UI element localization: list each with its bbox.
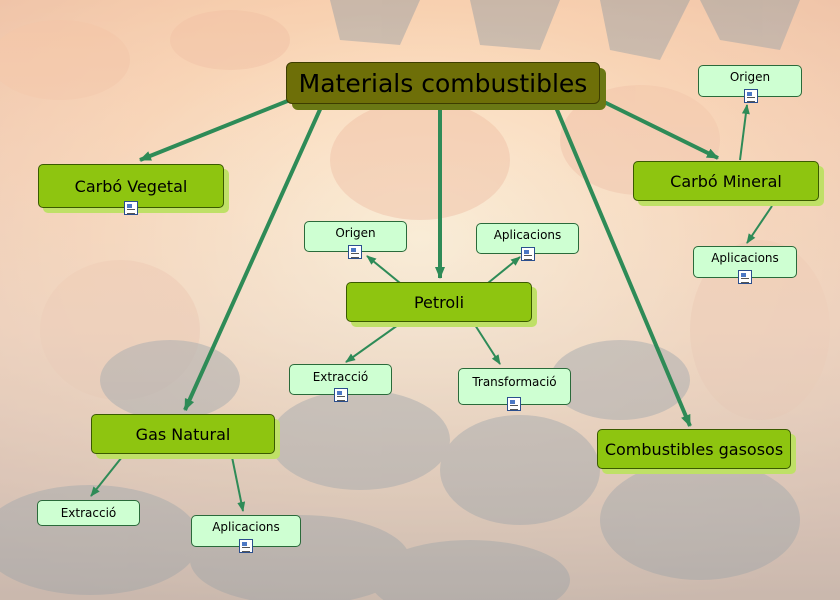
- document-icon[interactable]: [521, 247, 535, 261]
- petroli-transformacio-label: Transformació: [472, 375, 557, 389]
- petroli-aplicacions-label: Aplicacions: [493, 228, 562, 242]
- concept-carbo-mineral[interactable]: Carbó Mineral: [633, 161, 819, 201]
- link-main-to-gas-natural: [183, 104, 324, 411]
- concept-petroli-label: Petroli: [413, 292, 465, 312]
- document-icon[interactable]: [507, 397, 521, 411]
- concept-carbo-vegetal[interactable]: Carbó Vegetal: [38, 164, 224, 208]
- carbo-mineral-aplicacions[interactable]: Aplicacions: [693, 246, 797, 278]
- concept-combustibles-gasosos-label: Combustibles gasosos: [604, 439, 784, 459]
- link-petroli-to-aplicacions: [487, 256, 521, 284]
- link-petroli-to-origen: [366, 255, 401, 284]
- document-icon[interactable]: [348, 245, 362, 259]
- concept-carbo-vegetal-label: Carbó Vegetal: [74, 176, 188, 196]
- main-concept-node[interactable]: Materials combustibles: [286, 62, 600, 104]
- document-icon[interactable]: [239, 539, 253, 553]
- link-gas-natural-to-extraccio: [90, 456, 123, 497]
- document-icon[interactable]: [124, 201, 138, 215]
- concept-carbo-mineral-label: Carbó Mineral: [670, 171, 782, 191]
- link-carbo-mineral-to-aplicacions: [746, 205, 773, 244]
- petroli-extraccio-label: Extracció: [312, 370, 369, 384]
- link-carbo-mineral-to-origen: [739, 104, 750, 161]
- gas-natural-extraccio[interactable]: Extracció: [37, 500, 140, 526]
- link-petroli-to-extraccio: [345, 324, 399, 363]
- gas-natural-extraccio-label: Extracció: [60, 506, 117, 520]
- link-main-to-carbo-mineral: [599, 98, 719, 160]
- link-gas-natural-to-aplicacions: [231, 456, 246, 512]
- carbo-mineral-origen-label: Origen: [729, 70, 771, 84]
- link-main-to-carbo-vegetal: [139, 98, 291, 162]
- concept-gas-natural-label: Gas Natural: [135, 424, 231, 444]
- document-icon[interactable]: [738, 270, 752, 284]
- main-concept-label: Materials combustibles: [298, 68, 588, 98]
- document-icon[interactable]: [744, 89, 758, 103]
- gas-natural-aplicacions-label: Aplicacions: [212, 520, 280, 534]
- document-icon[interactable]: [334, 388, 348, 402]
- concept-combustibles-gasosos[interactable]: Combustibles gasosos: [597, 429, 791, 469]
- petroli-origen-label: Origen: [335, 226, 376, 240]
- concept-gas-natural[interactable]: Gas Natural: [91, 414, 275, 454]
- concept-petroli[interactable]: Petroli: [346, 282, 532, 322]
- link-petroli-to-transformacio: [474, 324, 501, 365]
- link-main-to-combustibles-gasosos: [553, 104, 692, 427]
- carbo-mineral-aplicacions-label: Aplicacions: [711, 251, 779, 265]
